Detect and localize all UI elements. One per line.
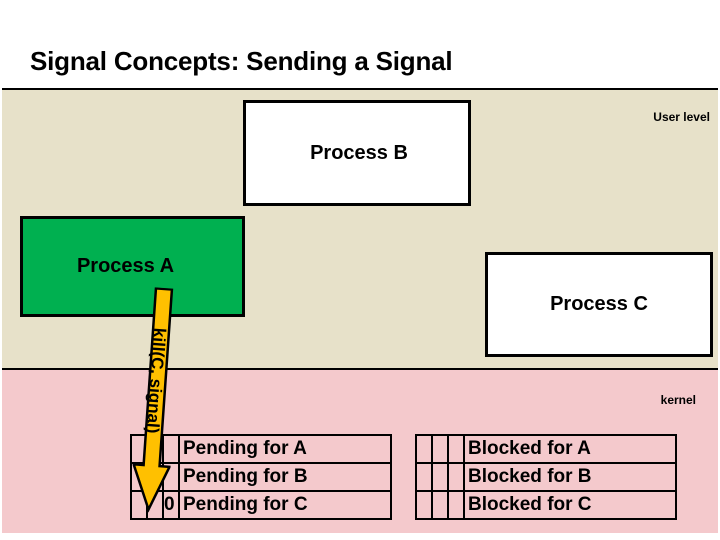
blocked-row-label: Blocked for B	[463, 462, 677, 492]
blocked-row-label: Blocked for A	[463, 434, 677, 464]
pending-signals-table: Pending for A Pending for B 0 Pending fo…	[130, 434, 392, 520]
blocked-slot[interactable]	[447, 434, 465, 464]
process-b-box[interactable]: Process B	[243, 100, 471, 206]
table-row[interactable]: 0 Pending for C	[130, 490, 392, 520]
blocked-signals-table: Blocked for A Blocked for B Blocked for …	[415, 434, 677, 520]
pending-row-label: Pending for C	[178, 490, 392, 520]
pending-slot[interactable]	[162, 434, 180, 464]
process-a-label: Process A	[76, 255, 175, 277]
table-row[interactable]: Blocked for B	[415, 462, 677, 492]
blocked-slot[interactable]	[431, 490, 449, 520]
blocked-slot[interactable]	[415, 490, 433, 520]
table-row[interactable]: Blocked for C	[415, 490, 677, 520]
process-a-box[interactable]: Process A	[20, 216, 245, 317]
pending-row-label: Pending for B	[178, 462, 392, 492]
blocked-slot[interactable]	[447, 490, 465, 520]
table-row[interactable]: Pending for A	[130, 434, 392, 464]
page-title: Signal Concepts: Sending a Signal	[30, 46, 453, 76]
blocked-slot[interactable]	[431, 462, 449, 492]
kill-signal-arrow[interactable]: kill(C, signal)	[129, 287, 183, 514]
kernel-label: kernel	[660, 393, 696, 407]
process-b-label: Process B	[310, 141, 408, 164]
blocked-slot[interactable]	[415, 434, 433, 464]
down-block-arrow-icon	[131, 287, 174, 513]
process-c-label: Process C	[550, 293, 648, 315]
user-level-label: User level	[653, 110, 710, 124]
pending-row-label: Pending for A	[178, 434, 392, 464]
blocked-slot[interactable]	[415, 462, 433, 492]
blocked-slot[interactable]	[447, 462, 465, 492]
blocked-slot[interactable]	[431, 434, 449, 464]
pending-slot-value[interactable]: 0	[162, 490, 180, 520]
table-row[interactable]: Blocked for A	[415, 434, 677, 464]
blocked-row-label: Blocked for C	[463, 490, 677, 520]
process-c-box[interactable]: Process C	[485, 252, 713, 357]
